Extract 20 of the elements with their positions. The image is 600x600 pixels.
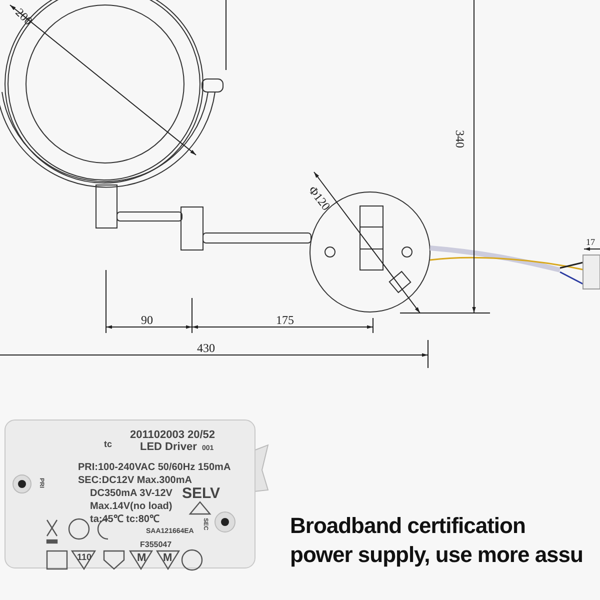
rating-text: PRI:100-240VAC 50/60Hz 150mA [78,463,231,473]
rating-text: tc [104,440,112,449]
rating-text: SELV [182,486,220,501]
caption-text: Broadband certification power supply, use more assu [290,512,584,569]
rating-text: DC350mA 3V-12V [90,489,172,499]
symbol-text: M [137,553,146,564]
dimension-label: 90 [141,314,153,326]
dimension-label: 340 [454,130,466,148]
symbol-text: 110 [77,553,92,562]
rating-text: Max.14V(no load) [90,502,172,512]
dimension-label: 175 [276,314,294,326]
dimension-label: 200 [14,6,35,28]
symbol-text: M [163,553,172,564]
certificate-number: F355047 [140,541,172,549]
serial-number: 201102003 20/52 [130,430,216,441]
rating-text: SEC:DC12V Max.300mA [78,476,192,486]
rating-text: ta:45℃ tc:80℃ [90,515,160,525]
product-type-label: LED Driver [140,442,197,453]
dimension-label: 430 [197,342,215,354]
dimension-label: 17 [586,238,595,247]
